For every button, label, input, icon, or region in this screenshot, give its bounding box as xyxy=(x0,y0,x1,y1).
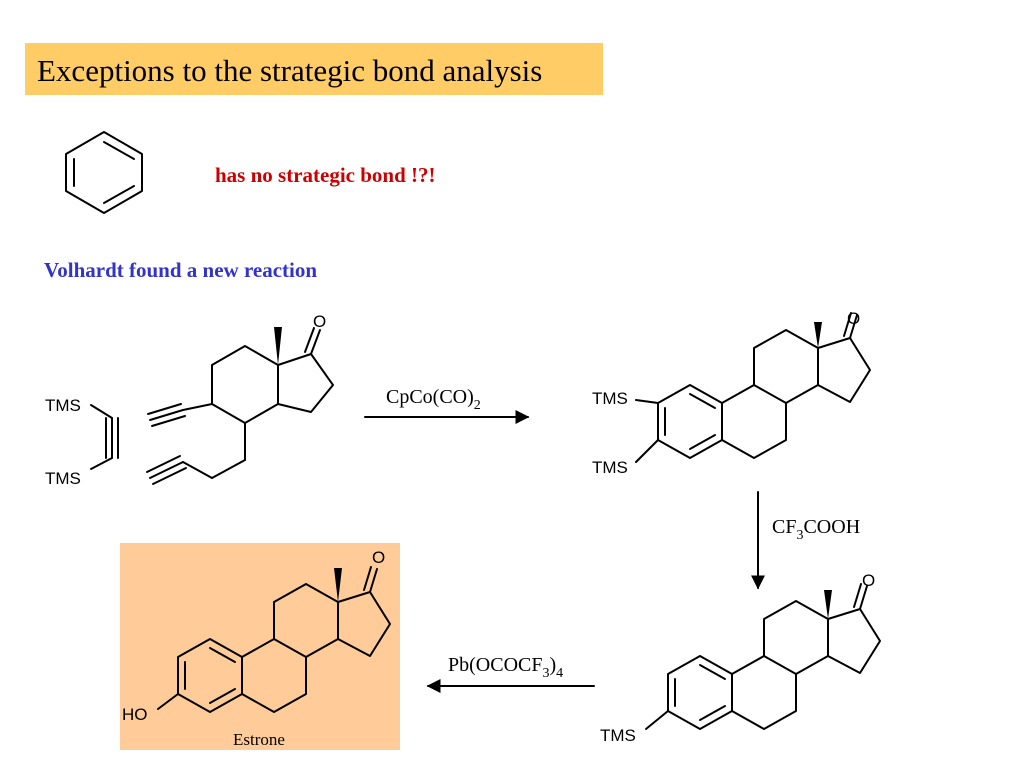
volhardt-note: Volhardt found a new reaction xyxy=(44,258,318,282)
oxygen-label: O xyxy=(847,309,860,328)
reaction-arrow-3: Pb(OCOCF3)4 xyxy=(426,654,595,693)
tms-label: TMS xyxy=(45,396,81,415)
tms-label: TMS xyxy=(600,726,636,745)
estrone-structure: O HO Estrone xyxy=(122,548,391,749)
bis-tms-acetylene: TMS TMS xyxy=(45,396,119,488)
reagent-cpco: CpCo(CO)2 xyxy=(386,386,481,413)
benzene-note: has no strategic bond !?! xyxy=(215,163,436,187)
estrone-caption: Estrone xyxy=(233,730,285,749)
hydroxyl-label: HO xyxy=(122,705,148,724)
tms-label: TMS xyxy=(592,389,628,408)
oxygen-label: O xyxy=(313,312,326,331)
tms-label: TMS xyxy=(45,469,81,488)
reagent-tfa: CF3COOH xyxy=(772,516,860,543)
reagent-lead: Pb(OCOCF3)4 xyxy=(448,654,563,681)
oxygen-label: O xyxy=(862,571,875,590)
bis-tms-steroid: O TMS TMS xyxy=(592,309,871,477)
reaction-arrow-2: CF3COOH xyxy=(751,491,860,590)
slide-title: Exceptions to the strategic bond analysi… xyxy=(25,43,603,95)
oxygen-label: O xyxy=(372,548,385,567)
reaction-arrow-1: CpCo(CO)2 xyxy=(364,386,530,424)
benzene-structure xyxy=(65,131,143,214)
diyne-ketone: O xyxy=(146,312,334,485)
tms-label: TMS xyxy=(592,458,628,477)
mono-tms-steroid: O TMS xyxy=(600,571,881,745)
